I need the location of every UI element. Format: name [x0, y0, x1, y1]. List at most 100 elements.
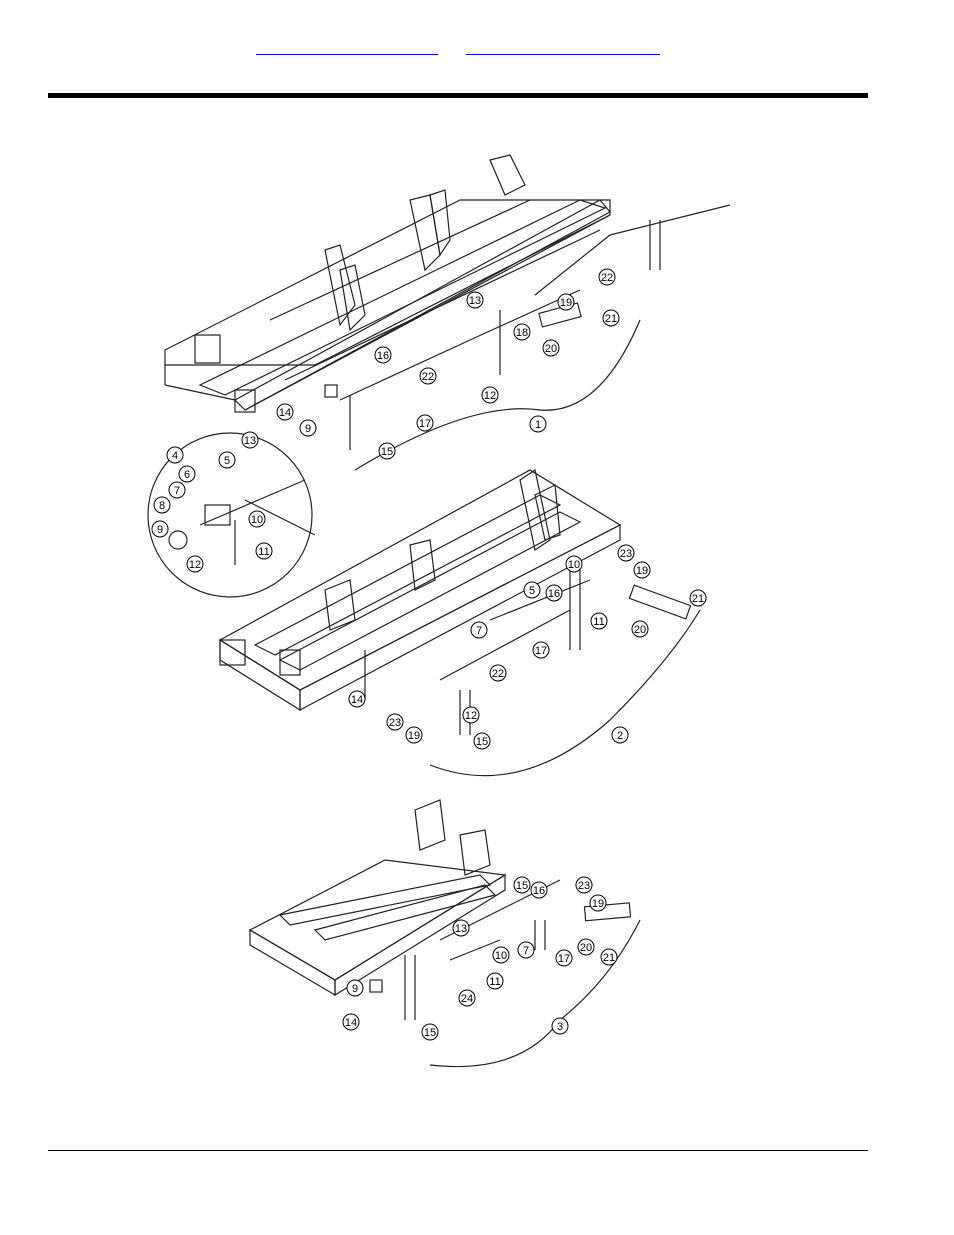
callouts: 13 18 19 22 21 20 16 22 12 14 9 17 15 1 …	[152, 269, 706, 1040]
parts-diagram: 13 18 19 22 21 20 16 22 12 14 9 17 15 1 …	[140, 140, 740, 1075]
callout: 13	[453, 920, 469, 936]
svg-text:5: 5	[529, 585, 535, 597]
assembly-2-frame	[220, 470, 700, 776]
svg-text:22: 22	[492, 668, 504, 680]
footer-rule	[48, 1150, 868, 1151]
callout: 22	[599, 269, 615, 285]
callout: 8	[154, 497, 170, 513]
callout: 9	[152, 521, 168, 537]
svg-text:2: 2	[617, 730, 623, 742]
svg-text:17: 17	[419, 418, 431, 430]
svg-text:6: 6	[184, 469, 190, 481]
callout: 10	[493, 947, 509, 963]
svg-text:3: 3	[557, 1021, 563, 1033]
callout: 20	[543, 340, 559, 356]
svg-text:18: 18	[516, 327, 528, 339]
header-rule	[48, 93, 868, 98]
callout: 16	[531, 882, 547, 898]
callout: 9	[347, 980, 363, 996]
callout: 19	[558, 294, 574, 310]
svg-text:5: 5	[224, 455, 230, 467]
callout: 20	[632, 621, 648, 637]
svg-text:22: 22	[422, 371, 434, 383]
svg-text:11: 11	[258, 546, 269, 558]
callout: 6	[179, 466, 195, 482]
svg-text:19: 19	[592, 898, 604, 910]
callout: 17	[533, 642, 549, 658]
callout: 15	[474, 733, 490, 749]
callout: 24	[459, 990, 475, 1006]
callout: 17	[417, 415, 433, 431]
svg-text:23: 23	[389, 717, 401, 729]
svg-text:7: 7	[523, 945, 529, 957]
svg-text:1: 1	[535, 419, 541, 431]
svg-text:10: 10	[251, 514, 263, 526]
svg-text:13: 13	[455, 923, 467, 935]
callout: 13	[467, 292, 483, 308]
callout: 16	[546, 585, 562, 601]
svg-text:23: 23	[578, 880, 590, 892]
svg-text:4: 4	[172, 450, 178, 462]
callout: 11	[487, 973, 503, 989]
svg-text:20: 20	[545, 343, 557, 355]
svg-text:20: 20	[580, 942, 592, 954]
callout: 21	[690, 590, 706, 606]
callout: 19	[590, 895, 606, 911]
header-link-1[interactable]	[256, 36, 438, 55]
callout: 15	[514, 877, 530, 893]
svg-text:12: 12	[465, 710, 477, 722]
svg-text:21: 21	[603, 952, 615, 964]
svg-text:10: 10	[568, 559, 580, 571]
svg-text:7: 7	[174, 485, 180, 497]
svg-text:19: 19	[560, 297, 572, 309]
svg-text:14: 14	[351, 694, 363, 706]
callout: 10	[566, 556, 582, 572]
callout: 15	[422, 1024, 438, 1040]
callout: 20	[578, 939, 594, 955]
svg-text:11: 11	[489, 976, 500, 988]
callout: 9	[300, 420, 316, 436]
svg-text:14: 14	[279, 407, 291, 419]
callout: 23	[618, 545, 634, 561]
svg-text:17: 17	[558, 953, 570, 965]
svg-text:13: 13	[469, 295, 481, 307]
svg-text:16: 16	[377, 350, 389, 362]
svg-text:11: 11	[593, 616, 604, 628]
svg-text:24: 24	[461, 993, 473, 1005]
callout: 19	[406, 727, 422, 743]
callout: 22	[490, 665, 506, 681]
callout: 7	[169, 482, 185, 498]
callout: 19	[634, 562, 650, 578]
callout: 11	[591, 613, 607, 629]
callout: 21	[601, 949, 617, 965]
svg-text:12: 12	[484, 390, 496, 402]
svg-text:15: 15	[516, 880, 528, 892]
svg-text:22: 22	[601, 272, 613, 284]
svg-text:15: 15	[476, 736, 488, 748]
assembly-1-frame	[165, 155, 610, 412]
callout: 16	[375, 347, 391, 363]
header-link-2[interactable]	[466, 36, 660, 55]
callout: 23	[387, 714, 403, 730]
svg-text:23: 23	[620, 548, 632, 560]
svg-text:19: 19	[408, 730, 420, 742]
svg-text:16: 16	[548, 588, 560, 600]
svg-text:12: 12	[189, 559, 201, 571]
assembly-3-frame	[250, 800, 640, 1067]
callout: 17	[556, 950, 572, 966]
callout: 12	[463, 707, 479, 723]
callout: 7	[471, 622, 487, 638]
svg-text:13: 13	[244, 435, 256, 447]
callout: 14	[343, 1014, 359, 1030]
callout: 12	[482, 387, 498, 403]
svg-text:9: 9	[157, 524, 163, 536]
svg-text:15: 15	[424, 1027, 436, 1039]
svg-text:17: 17	[535, 645, 547, 657]
svg-text:7: 7	[476, 625, 482, 637]
callout: 14	[349, 691, 365, 707]
svg-text:16: 16	[533, 885, 545, 897]
callout: 21	[603, 310, 619, 326]
svg-text:21: 21	[605, 313, 617, 325]
callout: 10	[249, 511, 265, 527]
callout: 5	[524, 582, 540, 598]
